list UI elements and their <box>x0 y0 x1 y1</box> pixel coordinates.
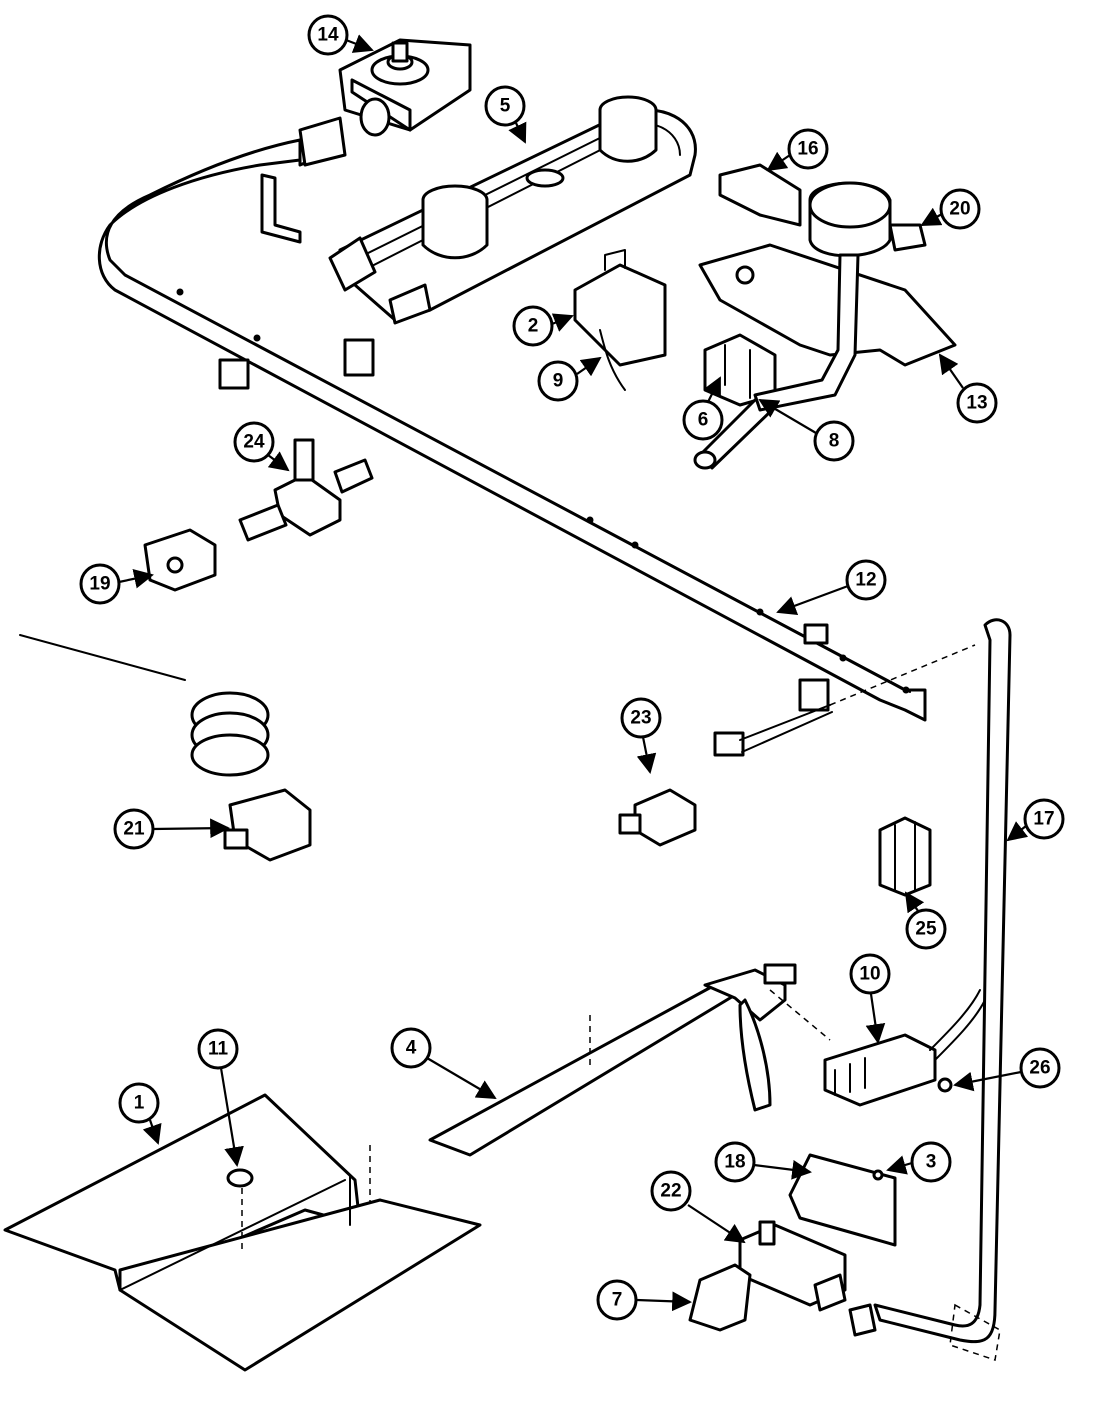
callout-2: 2 <box>512 305 574 347</box>
callout-11-circle <box>197 1028 239 1070</box>
callout-1-label: 1 <box>134 1093 145 1114</box>
callout-8-label: 8 <box>829 431 840 452</box>
igniter <box>769 989 986 1107</box>
valve-mount-bracket <box>788 1153 897 1247</box>
burner-shield <box>3 1093 482 1372</box>
callout-20: 20 <box>920 188 981 230</box>
callout-4: 4 <box>390 1027 497 1100</box>
callout-5-label: 5 <box>500 96 511 117</box>
callout-16: 16 <box>766 128 829 172</box>
callout-14: 14 <box>307 14 374 56</box>
callout-7-label: 7 <box>612 1290 623 1311</box>
screw <box>937 1077 953 1093</box>
terminal-block <box>878 816 932 897</box>
burner-assembly <box>328 95 697 325</box>
callout-24-circle <box>233 421 275 463</box>
callout-16-circle <box>787 128 829 170</box>
callout-2-label: 2 <box>528 316 539 337</box>
shield-clip <box>226 1168 254 1250</box>
callout-3-label: 3 <box>926 1152 937 1173</box>
callout-26: 26 <box>953 1047 1061 1092</box>
callout-22: 22 <box>650 1170 746 1244</box>
callout-12: 12 <box>776 559 887 616</box>
callout-13-circle <box>956 382 998 424</box>
callout-13-label: 13 <box>966 393 987 414</box>
callout-24: 24 <box>233 421 290 472</box>
callout-12-circle <box>845 559 887 601</box>
gas-tube <box>873 618 1012 1361</box>
callout-23-label: 23 <box>630 708 651 729</box>
callout-9-circle <box>537 360 579 402</box>
callout-6-circle <box>682 399 724 441</box>
burner-base <box>298 38 472 167</box>
callout-16-label: 16 <box>797 139 818 160</box>
callout-20-label: 20 <box>949 199 970 220</box>
callout-5-circle <box>484 85 526 127</box>
callout-26-circle <box>1019 1047 1061 1089</box>
callout-4-circle <box>390 1027 432 1069</box>
valve-bracket <box>143 528 217 592</box>
thermostat <box>19 634 312 862</box>
callout-10-circle <box>849 953 891 995</box>
callout-21: 21 <box>113 808 230 850</box>
callout-22-circle <box>650 1170 692 1212</box>
callout-14-circle <box>307 14 349 56</box>
callout-11: 11 <box>197 1028 244 1167</box>
oven-burner <box>369 963 797 1255</box>
callout-2-circle <box>512 305 554 347</box>
callout-18-circle <box>714 1141 756 1183</box>
callout-7: 7 <box>596 1279 692 1321</box>
callout-18: 18 <box>714 1141 812 1183</box>
callout-9: 9 <box>537 356 602 402</box>
orifice-fitting <box>618 644 976 847</box>
callout-1: 1 <box>118 1082 162 1145</box>
callout-8: 8 <box>758 398 855 462</box>
callout-20-circle <box>939 188 981 230</box>
safety-valve <box>738 1220 877 1337</box>
callout-23: 23 <box>620 697 662 774</box>
callout-21-circle <box>113 808 155 850</box>
callout-10: 10 <box>849 953 891 1044</box>
callout-21-label: 21 <box>123 819 145 840</box>
callout-3: 3 <box>886 1141 952 1183</box>
callout-11-label: 11 <box>208 1039 229 1060</box>
callout-5: 5 <box>484 85 527 144</box>
callout-3-circle <box>910 1141 952 1183</box>
callout-17-label: 17 <box>1033 809 1054 830</box>
callout-13: 13 <box>938 353 998 424</box>
callout-7-circle <box>596 1279 638 1321</box>
callout-24-label: 24 <box>243 432 265 453</box>
callout-6-label: 6 <box>698 410 709 431</box>
callout-22-label: 22 <box>660 1181 681 1202</box>
callout-19-label: 19 <box>89 574 110 595</box>
callout-12-label: 12 <box>855 570 876 591</box>
callout-25: 25 <box>904 891 947 950</box>
callout-4-label: 4 <box>406 1038 417 1059</box>
manifold-pipe <box>97 128 927 722</box>
callout-18-label: 18 <box>724 1152 745 1173</box>
callout-6: 6 <box>682 376 724 441</box>
burner-bracket <box>573 249 667 391</box>
mounting-bracket <box>688 1263 752 1332</box>
callout-9-label: 9 <box>553 371 564 392</box>
callout-14-label: 14 <box>317 25 339 46</box>
callout-23-circle <box>620 697 662 739</box>
callout-17: 17 <box>1006 798 1065 842</box>
callout-26-label: 26 <box>1029 1058 1050 1079</box>
callout-19: 19 <box>79 563 154 605</box>
valve <box>238 438 374 542</box>
callout-8-circle <box>813 420 855 462</box>
regulator-assembly <box>698 163 957 412</box>
callout-19-circle <box>79 563 121 605</box>
callout-1-circle <box>118 1082 160 1124</box>
callout-10-label: 10 <box>859 964 880 985</box>
callout-25-label: 25 <box>915 919 937 940</box>
callout-25-circle <box>905 908 947 950</box>
callout-17-circle <box>1023 798 1065 840</box>
